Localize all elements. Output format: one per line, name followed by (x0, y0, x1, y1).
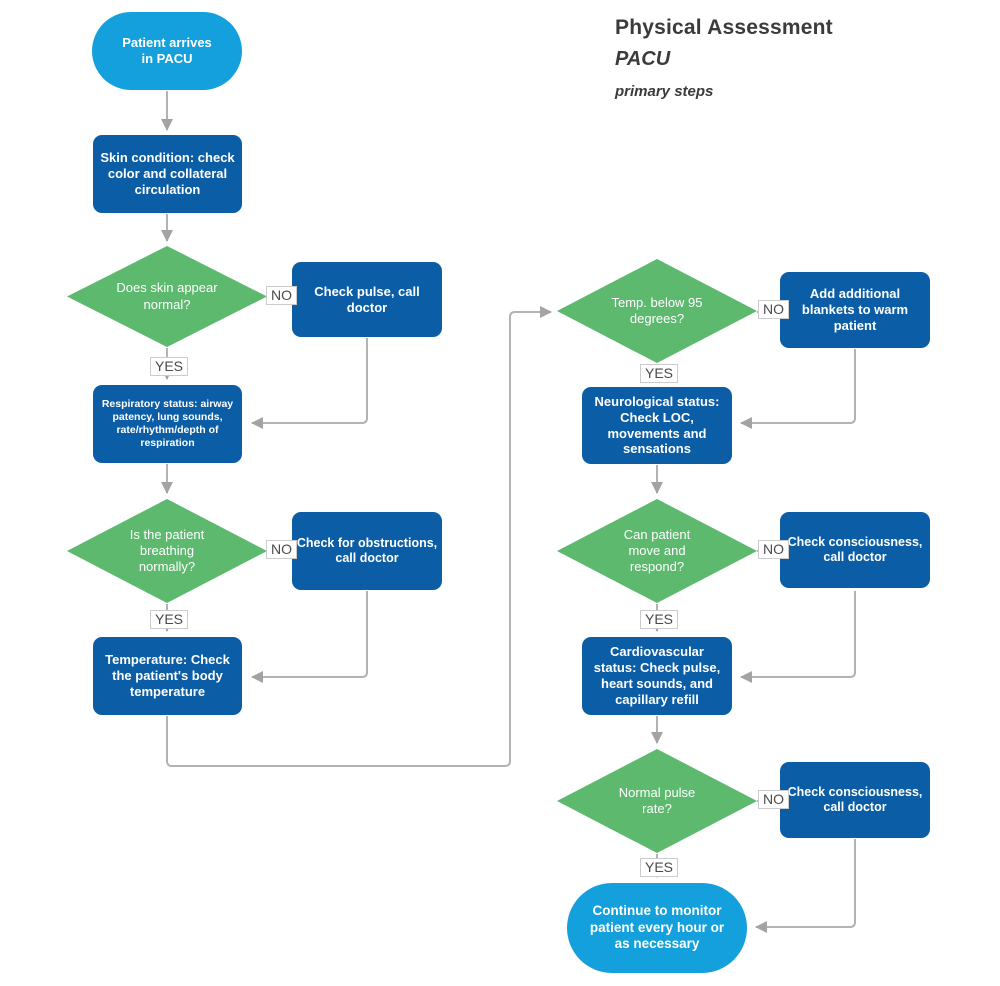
add-blankets-step: Add additional blankets to warm patient (780, 272, 930, 348)
no-label-temp: NO (758, 300, 789, 320)
yes-label-breathing: YES (150, 610, 189, 630)
normal-pulse-decision-label: Normal pulse rate? (618, 784, 696, 816)
check-consciousness-step-1: Check consciousness, call doctor (780, 512, 930, 588)
skin-normal-decision-label: Does skin appear normal? (116, 280, 218, 312)
diagram-subtitle: PACU (615, 48, 671, 70)
move-respond-decision-label: Can patient move and respond? (623, 526, 691, 575)
temp-below-95-decision-label: Temp. below 95 degrees? (611, 294, 703, 326)
end-node-label: Continue to monitor patient every hour o… (589, 902, 725, 952)
end-node: Continue to monitor patient every hour o… (567, 883, 747, 973)
no-label-move: NO (758, 540, 789, 560)
check-pulse-label: Check pulse, call doctor (314, 283, 420, 315)
no-label-breathing: NO (266, 540, 297, 560)
temperature-step: Temperature: Check the patient's body te… (93, 637, 242, 715)
breathing-normal-decision-label: Is the patient breathing normally? (129, 526, 205, 575)
check-pulse-step: Check pulse, call doctor (292, 262, 442, 337)
add-blankets-label: Add additional blankets to warm patient (801, 286, 909, 333)
diagram-caption: primary steps (615, 83, 714, 100)
neurological-status-step: Neurological status: Check LOC, movement… (582, 387, 732, 464)
start-node: Patient arrives in PACU (92, 12, 242, 90)
yes-label-move: YES (640, 610, 679, 630)
cardiovascular-status-label: Cardiovascular status: Check pulse, hear… (593, 644, 721, 707)
check-obstructions-step: Check for obstructions, call doctor (292, 512, 442, 590)
check-consciousness-step-2: Check consciousness, call doctor (780, 762, 930, 838)
diagram-title-block: Physical Assessment PACU primary steps (615, 16, 833, 100)
yes-label-skin: YES (150, 357, 189, 377)
yes-label-temp: YES (640, 364, 679, 384)
respiratory-status-label: Respiratory status: airway patency, lung… (101, 398, 234, 449)
temperature-label: Temperature: Check the patient's body te… (105, 652, 230, 699)
check-obstructions-label: Check for obstructions, call doctor (296, 535, 438, 565)
no-label-pulse: NO (758, 790, 789, 810)
yes-label-pulse: YES (640, 858, 679, 878)
skin-condition-step: Skin condition: check color and collater… (93, 135, 242, 213)
start-node-label: Patient arrives in PACU (122, 34, 212, 66)
cardiovascular-status-step: Cardiovascular status: Check pulse, hear… (582, 637, 732, 715)
no-label-skin: NO (266, 286, 297, 306)
neurological-status-label: Neurological status: Check LOC, movement… (594, 393, 720, 457)
respiratory-status-step: Respiratory status: airway patency, lung… (93, 385, 242, 463)
diagram-title: Physical Assessment (615, 16, 833, 39)
skin-condition-label: Skin condition: check color and collater… (100, 150, 235, 197)
check-consciousness-label-1: Check consciousness, call doctor (787, 534, 923, 564)
check-consciousness-label-2: Check consciousness, call doctor (787, 784, 923, 814)
